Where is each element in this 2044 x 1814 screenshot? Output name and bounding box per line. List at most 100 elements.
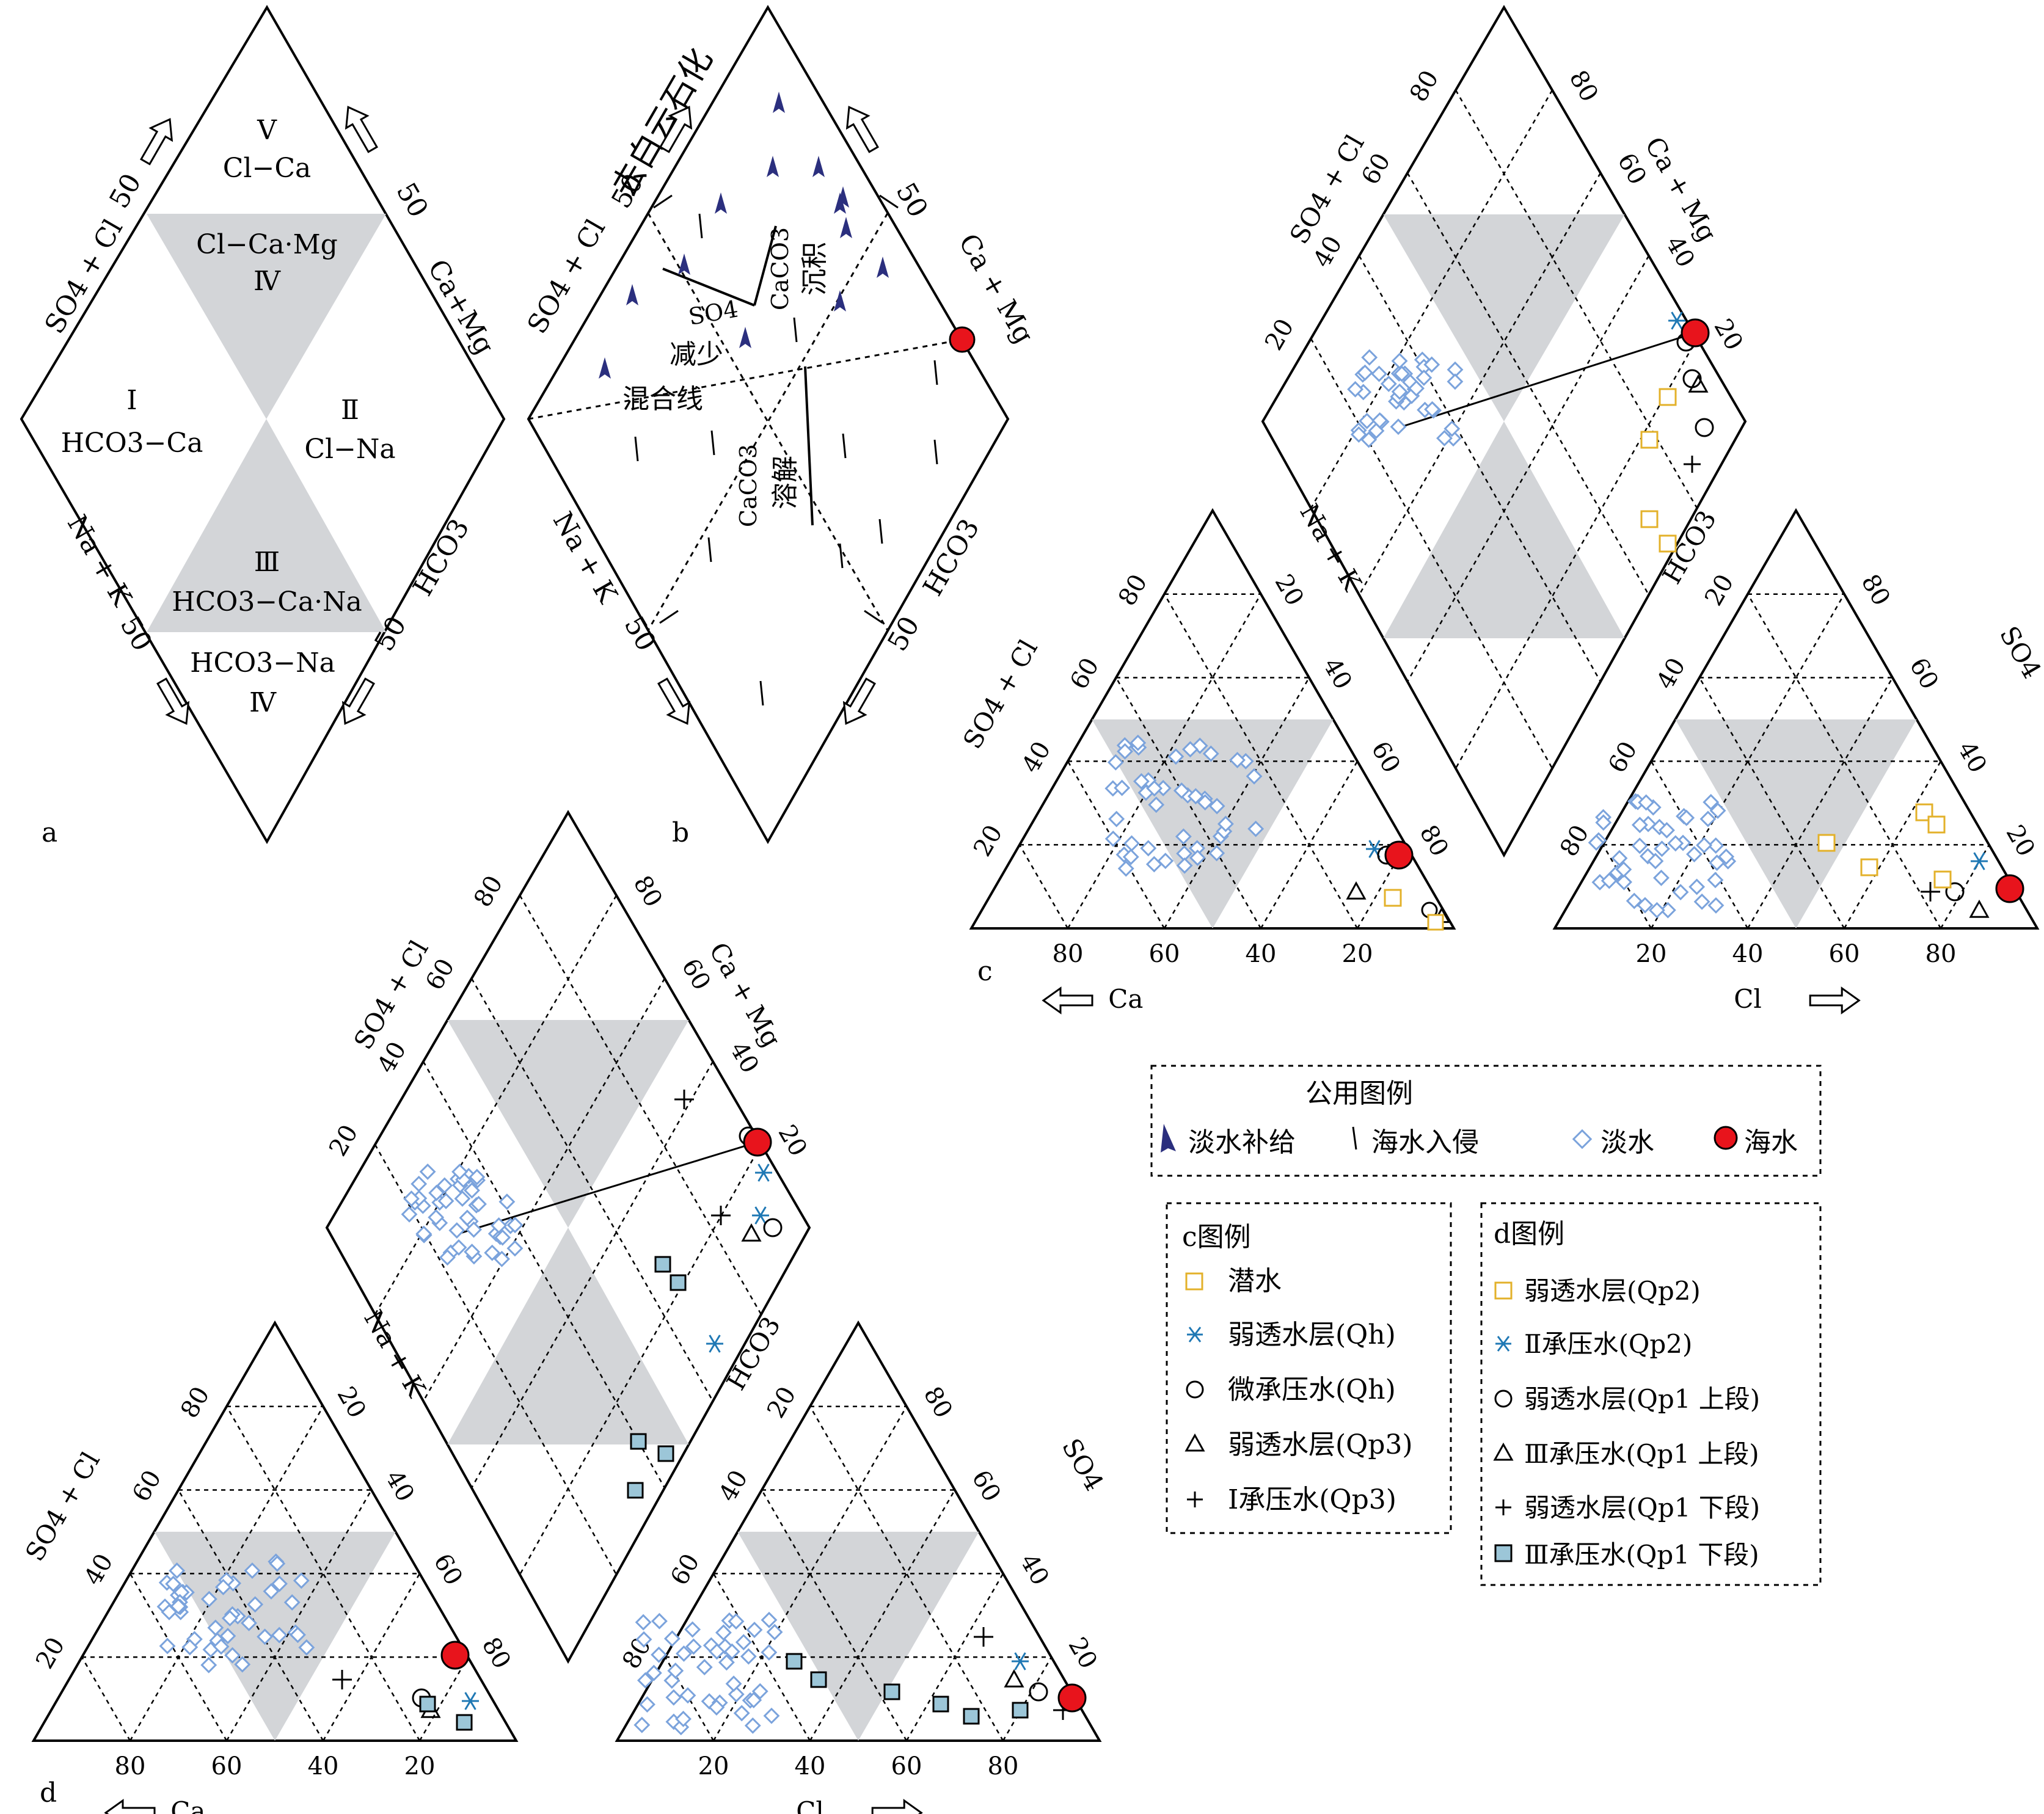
tick-left-bottom: 80 [1053, 940, 1084, 968]
left-grid-a [225, 1489, 373, 1741]
left-grid-b [1018, 844, 1069, 929]
left-grid-b [1115, 677, 1262, 929]
seawater-point [440, 1641, 470, 1670]
fresh-water-point [1173, 782, 1190, 799]
panel-label-b: b [672, 817, 689, 848]
filled-square-point [654, 1256, 671, 1273]
arrow-left-ca [104, 1799, 156, 1814]
d-legend-icon-confined-ii [1495, 1336, 1511, 1352]
diamond-grid-1 [1406, 172, 1650, 596]
axis-right-so4: SO4 [1994, 621, 2044, 683]
fresh-water-point [214, 1579, 232, 1595]
fresh-water-point [1709, 802, 1726, 819]
tick-left-right: 80 [1414, 820, 1454, 861]
fresh-water-point [1631, 817, 1648, 834]
fresh-water-point [263, 1583, 280, 1600]
panel-a-shade-bottom [147, 419, 386, 632]
fresh-water-point [1693, 893, 1710, 910]
tick-right-bottom: 40 [1732, 940, 1764, 968]
fresh-water-point [1157, 853, 1174, 869]
fresh-water-point [1707, 872, 1724, 889]
fresh-water-point [401, 1206, 418, 1223]
fresh-water-point [1107, 754, 1124, 771]
fresh-water-point [1146, 780, 1163, 797]
recharge-arrow [599, 357, 611, 379]
fresh-water-point [1167, 748, 1184, 765]
fresh-water-point [181, 1639, 199, 1656]
tick-right-left: 20 [1699, 570, 1739, 611]
left-shade [1092, 719, 1334, 928]
legend-sea-label: 海水 [1744, 1127, 1798, 1158]
b-flow-arrows [599, 92, 938, 706]
star-c [1368, 840, 1381, 858]
fresh-water-point [1611, 850, 1628, 867]
legend-intrusion-icon [1352, 1126, 1357, 1150]
fresh-water-point [675, 1710, 692, 1727]
fresh-water-point [244, 1562, 261, 1579]
fresh-water-point [1616, 873, 1632, 891]
intrusion-arrow [933, 439, 938, 465]
yellow-square-point [1640, 510, 1659, 528]
axis-b-camg-50: 50 [889, 178, 933, 223]
fresh-water-point [1133, 773, 1150, 790]
fresh-water-point [766, 1623, 783, 1641]
fresh-water-point [1696, 837, 1713, 854]
plus-point [332, 1670, 352, 1689]
recharge-arrow [834, 290, 846, 311]
fresh-water-point [696, 1659, 713, 1676]
zone-ii-label: Cl−Na [304, 434, 395, 465]
panel-label-a: a [42, 817, 57, 848]
label-so4-decrease: 减少 [670, 339, 723, 370]
recharge-arrow [840, 217, 852, 238]
fresh-water-point [1653, 869, 1670, 886]
fresh-water-point [733, 1705, 750, 1722]
zone-i-roman: Ⅰ [126, 385, 137, 416]
diamond-grid-1 [470, 978, 714, 1402]
d-legend-confined-iii-upper: Ⅲ承压水(Qp1 上段) [1524, 1439, 1759, 1469]
recharge-arrow [715, 192, 727, 214]
fresh-water-point [1667, 835, 1684, 852]
fresh-water-point [1208, 798, 1225, 815]
tick-left-right: 60 [428, 1549, 468, 1590]
fresh-water-point [1424, 401, 1440, 418]
tick-left-bottom: 40 [308, 1752, 339, 1780]
label-caco3-dissolve: CaCO3 [735, 444, 762, 527]
axis-right-cl: Cl [1734, 984, 1762, 1014]
tick-right-left: 60 [1603, 737, 1643, 778]
intrusion-arrow [634, 436, 639, 462]
fresh-water-point [207, 1619, 224, 1636]
fresh-water-point [709, 1643, 725, 1660]
d-legend-confined-iii-lower: Ⅲ承压水(Qp1 下段) [1524, 1540, 1759, 1570]
b-tick-so4cl [653, 194, 673, 209]
fresh-water-point [1447, 361, 1464, 378]
fresh-water-point [740, 1648, 757, 1665]
fresh-water-point [679, 1687, 696, 1704]
circle-point [1029, 1682, 1048, 1702]
fresh-water-point [1117, 860, 1134, 877]
axis-left-ca: Ca [170, 1796, 205, 1814]
axis-right-so4: SO4 [1056, 1433, 1109, 1496]
fresh-water-point [506, 1217, 524, 1234]
fresh-water-point [1718, 848, 1735, 865]
intrusion-arrow [710, 430, 715, 456]
plus-point [711, 1206, 731, 1225]
fresh-water-point [484, 1244, 501, 1261]
filled-square-point [670, 1274, 687, 1291]
fresh-water-point [1187, 788, 1204, 805]
seawater-point [1384, 840, 1414, 870]
intrusion-arrow [698, 213, 703, 239]
caco3-dissolve-arrow [804, 366, 814, 526]
fresh-water-point [159, 1637, 176, 1655]
tick-right-bottom: 60 [1829, 940, 1860, 968]
arrow-a-so4cl [134, 112, 181, 169]
seawater-point [1995, 874, 2024, 903]
tick-left-side: 60 [127, 1465, 167, 1506]
tick-diamond-right: 80 [628, 871, 668, 912]
fresh-water-point [1672, 884, 1689, 901]
tick-right-side: 40 [1015, 1549, 1054, 1590]
fresh-water-point [1108, 810, 1125, 828]
fresh-water-point [411, 1175, 428, 1192]
yellow-square-point [1927, 815, 1946, 834]
fresh-water-point [1246, 768, 1263, 785]
fresh-water-point [247, 1596, 264, 1613]
